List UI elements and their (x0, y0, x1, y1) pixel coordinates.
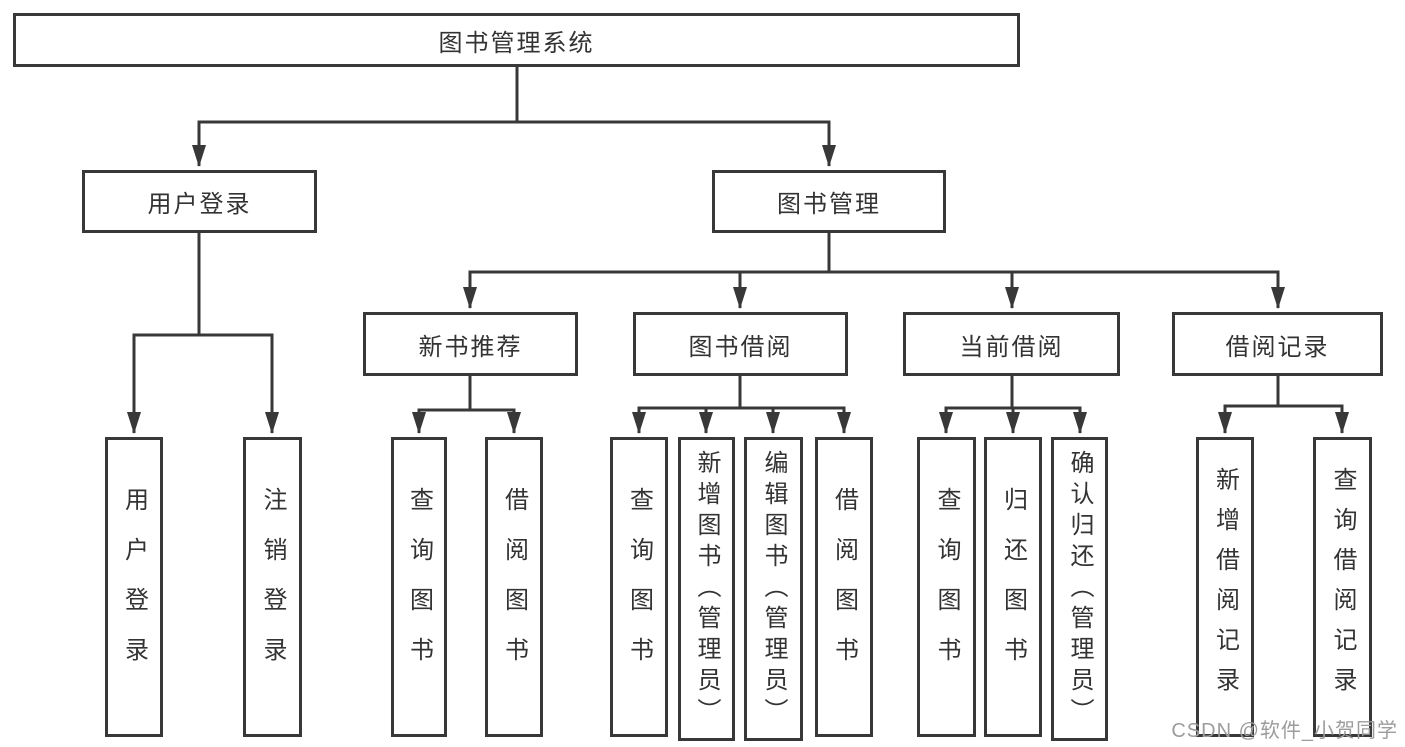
leaf-borrow-books-recommend-label: 借阅图书 (500, 487, 528, 687)
csdn-watermark: CSDN @软件_小贺同学 (1171, 720, 1398, 742)
node-root-label: 图书管理系统 (438, 29, 595, 57)
connector-book-borrow-children (632, 376, 851, 434)
leaf-query-books-recommend-label: 查询图书 (405, 487, 433, 687)
leaf-query-books-recommend: 查询图书 (391, 437, 447, 737)
connector-root-to-level2 (192, 67, 836, 167)
leaf-add-borrow-record-label: 新增借阅记录 (1211, 467, 1239, 707)
node-user-login-label: 用户登录 (147, 191, 252, 218)
node-current-borrow: 当前借阅 (903, 312, 1120, 376)
node-root: 图书管理系统 (13, 13, 1020, 67)
node-book-borrow: 图书借阅 (633, 312, 848, 376)
leaf-logout: 注销登录 (243, 437, 302, 737)
leaf-borrow-books-recommend: 借阅图书 (485, 437, 543, 737)
connector-book-management-children (463, 233, 1285, 309)
node-book-management: 图书管理 (712, 170, 946, 233)
leaf-user-login-label: 用户登录 (120, 487, 148, 687)
node-book-management-label: 图书管理 (777, 191, 881, 218)
leaf-query-books-current: 查询图书 (917, 437, 976, 737)
node-current-borrow-label: 当前借阅 (959, 333, 1064, 361)
leaf-add-book-admin: 新增图书（管理员） (678, 437, 735, 741)
leaf-query-books-borrow-label: 查询图书 (625, 487, 653, 687)
leaf-query-borrow-record: 查询借阅记录 (1313, 437, 1372, 737)
node-borrow-records-label: 借阅记录 (1225, 333, 1330, 361)
leaf-add-book-admin-label: 新增图书（管理员） (693, 449, 720, 729)
connector-new-book-children (412, 376, 521, 434)
leaf-return-book: 归还图书 (984, 437, 1042, 737)
node-new-book-recommend-label: 新书推荐 (418, 333, 523, 361)
node-borrow-records: 借阅记录 (1172, 312, 1383, 376)
connector-borrow-records-children (1218, 376, 1349, 434)
leaf-edit-book-admin: 编辑图书（管理员） (744, 437, 803, 741)
leaf-edit-book-admin-label: 编辑图书（管理员） (760, 449, 787, 729)
leaf-query-books-borrow: 查询图书 (610, 437, 668, 737)
leaf-user-login: 用户登录 (105, 437, 163, 737)
leaf-query-borrow-record-label: 查询借阅记录 (1329, 467, 1356, 707)
leaf-logout-label: 注销登录 (259, 487, 286, 687)
node-book-borrow-label: 图书借阅 (688, 333, 793, 361)
leaf-confirm-return-admin-label: 确认归还（管理员） (1066, 449, 1093, 729)
node-new-book-recommend: 新书推荐 (363, 312, 578, 376)
leaf-confirm-return-admin: 确认归还（管理员） (1051, 437, 1108, 741)
node-user-login: 用户登录 (82, 170, 317, 233)
connector-user-login-children (127, 233, 279, 434)
leaf-borrow-books-borrow-label: 借阅图书 (830, 487, 858, 687)
connector-current-borrow-children (939, 376, 1087, 434)
leaf-return-book-label: 归还图书 (999, 487, 1027, 687)
leaf-borrow-books-borrow: 借阅图书 (815, 437, 873, 737)
leaf-query-books-current-label: 查询图书 (933, 487, 960, 687)
leaf-add-borrow-record: 新增借阅记录 (1196, 437, 1254, 737)
